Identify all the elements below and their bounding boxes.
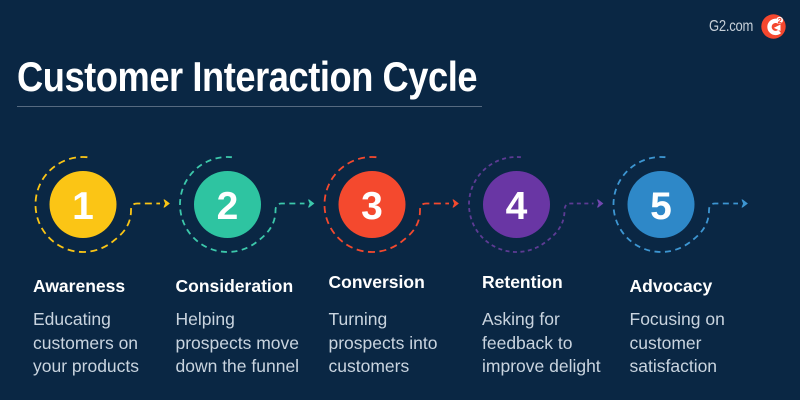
svg-text:5: 5 (650, 185, 672, 228)
svg-text:2: 2 (217, 185, 239, 228)
svg-text:1: 1 (72, 185, 94, 228)
svg-text:3: 3 (361, 185, 383, 228)
svg-text:2: 2 (778, 16, 782, 25)
svg-text:4: 4 (506, 185, 528, 228)
